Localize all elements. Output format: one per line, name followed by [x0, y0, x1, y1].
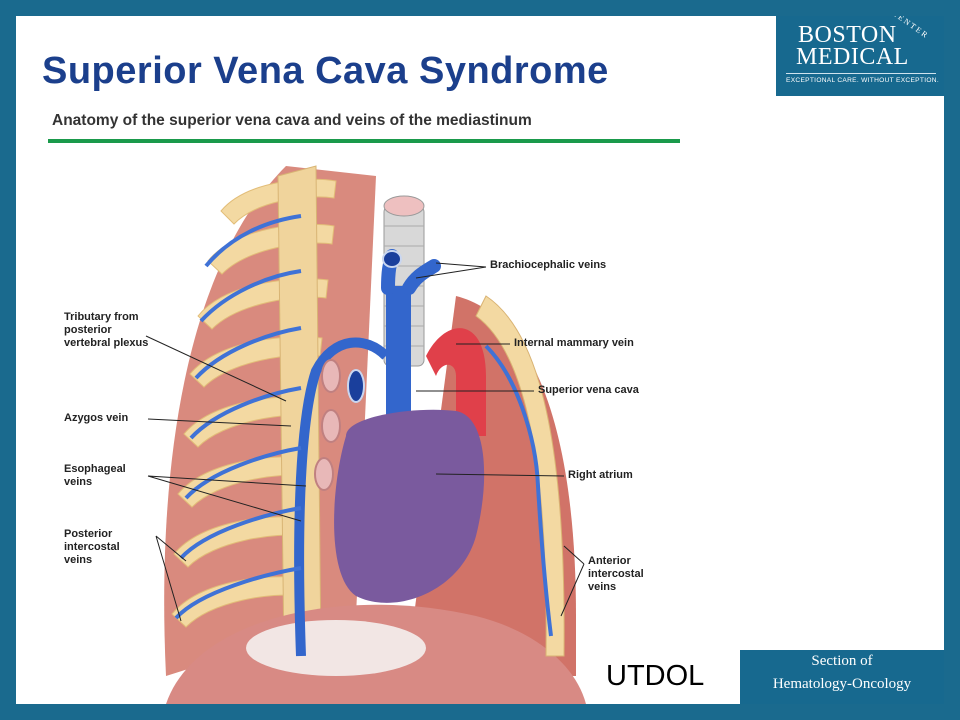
aortic-cut: [347, 369, 365, 403]
label-leader-lines: [145, 262, 585, 622]
label-brachiocephalic-veins: Brachiocephalic veins: [490, 259, 607, 271]
figure-heading: Anatomy of the superior vena cava and ve…: [52, 112, 532, 129]
heart: [334, 409, 485, 603]
label-azygos-vein: Azygos vein: [64, 412, 129, 424]
label-tributary-vertebral-plexus: Tributary from posterior vertebral plexu…: [64, 311, 149, 349]
azygos-vein: [294, 337, 390, 657]
mediastinum-illustration: [145, 165, 586, 704]
diaphragm-tendon: [246, 620, 426, 676]
label-anterior-intercostal-veins: Anterior intercostal veins: [588, 555, 644, 593]
logo-line-2: MEDICAL: [796, 44, 909, 70]
boston-medical-logo: CENTER BOSTON MEDICAL EXCEPTIONAL CARE. …: [776, 16, 944, 96]
label-esophageal-veins: Esophageal veins: [64, 463, 126, 488]
logo-divider: [786, 73, 936, 74]
section-line-2: Hematology-Oncology: [772, 676, 912, 692]
aorta: [426, 328, 486, 436]
brachiocephalic-vein-cut: [382, 250, 402, 268]
label-right-atrium: Right atrium: [568, 469, 633, 481]
image-credit: UTDOL: [606, 660, 705, 692]
superior-vena-cava: [386, 286, 411, 436]
heading-underline: [48, 139, 680, 143]
anterior-intercostal-veins: [484, 344, 553, 637]
section-footer: Section of Hematology-Oncology: [740, 650, 944, 704]
section-line-1: Section of: [811, 653, 873, 669]
slide: Superior Vena Cava Syndrome CENTER BOSTO…: [16, 16, 944, 704]
label-internal-mammary-vein: Internal mammary vein: [514, 337, 634, 349]
esophagus: [314, 359, 341, 491]
slide-title: Superior Vena Cava Syndrome: [42, 50, 609, 92]
label-superior-vena-cava: Superior vena cava: [538, 384, 639, 396]
logo-tagline: EXCEPTIONAL CARE. WITHOUT EXCEPTION.: [786, 77, 939, 84]
logo-line-1: BOSTON: [798, 22, 897, 48]
posterior-intercostal-veins: [174, 214, 302, 620]
label-posterior-intercostal-veins: Posterior intercostal veins: [64, 528, 120, 566]
